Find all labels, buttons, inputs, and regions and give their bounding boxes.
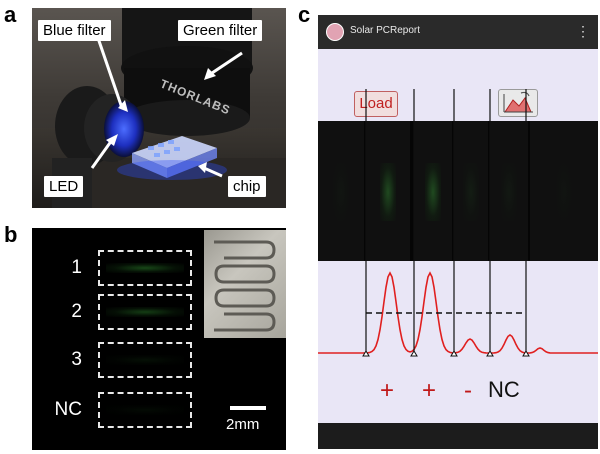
overflow-menu-icon[interactable]: ⋮ (576, 23, 590, 39)
result-negative: - (464, 377, 472, 404)
bottom-bar (318, 423, 598, 449)
strip-segment (490, 121, 528, 261)
panel-letter-c: c (298, 2, 311, 27)
label-green-filter: Green filter (178, 20, 263, 41)
strip-segment (530, 121, 598, 261)
label-chip: chip (228, 176, 266, 197)
well-label: NC (54, 399, 82, 420)
strip-band (380, 163, 396, 221)
app-logo-icon (326, 23, 344, 41)
well-1 (98, 250, 192, 286)
chip-inset-photo (204, 230, 286, 338)
strip-segment (454, 121, 488, 261)
well-fluorescence (106, 263, 184, 273)
chart-icon (503, 91, 533, 113)
strip-band (501, 163, 517, 221)
scale-bar-label: 2mm (226, 416, 260, 433)
strip-segment (366, 121, 410, 261)
well-label: 3 (71, 349, 82, 370)
chart-button[interactable] (498, 89, 538, 117)
boundary-marker (522, 350, 530, 357)
result-positive: + (380, 377, 395, 404)
panel-letter-b: b (4, 222, 18, 247)
app-bar: Solar PCReport ⋮ (318, 15, 598, 49)
well-fluorescence (106, 307, 184, 317)
strip-segment (414, 121, 452, 261)
well-label: 2 (71, 301, 82, 322)
well-2 (98, 294, 192, 330)
result-nc: NC (488, 377, 520, 402)
load-button[interactable]: Load (354, 91, 398, 117)
strip-band (425, 163, 441, 221)
well-3 (98, 342, 192, 378)
boundary-marker (486, 350, 494, 357)
scale-bar (230, 406, 266, 410)
setup-photo: THORLABS Blue filter Green filter LED ch… (32, 8, 286, 208)
well-fluorescence (106, 355, 184, 365)
intensity-plot (318, 271, 598, 357)
phone-app-screen: Solar PCReport ⋮ Load ++-NC (318, 15, 598, 449)
app-content: Load ++-NC (318, 49, 598, 423)
strip-band (556, 163, 572, 221)
result-positive: + (422, 377, 437, 404)
boundary-marker (410, 350, 418, 357)
boundary-marker (450, 350, 458, 357)
strip-segment (318, 121, 364, 261)
strip-band (333, 163, 349, 221)
boundary-marker (362, 350, 370, 357)
app-title: Solar PCReport (350, 25, 421, 36)
test-strip-image (318, 121, 598, 261)
label-blue-filter: Blue filter (38, 20, 111, 41)
well-label: 1 (71, 257, 82, 278)
well-nc (98, 392, 192, 428)
strip-band (463, 163, 479, 221)
panel-letter-a: a (4, 2, 17, 27)
label-led: LED (44, 176, 84, 197)
well-fluorescence (106, 405, 184, 415)
